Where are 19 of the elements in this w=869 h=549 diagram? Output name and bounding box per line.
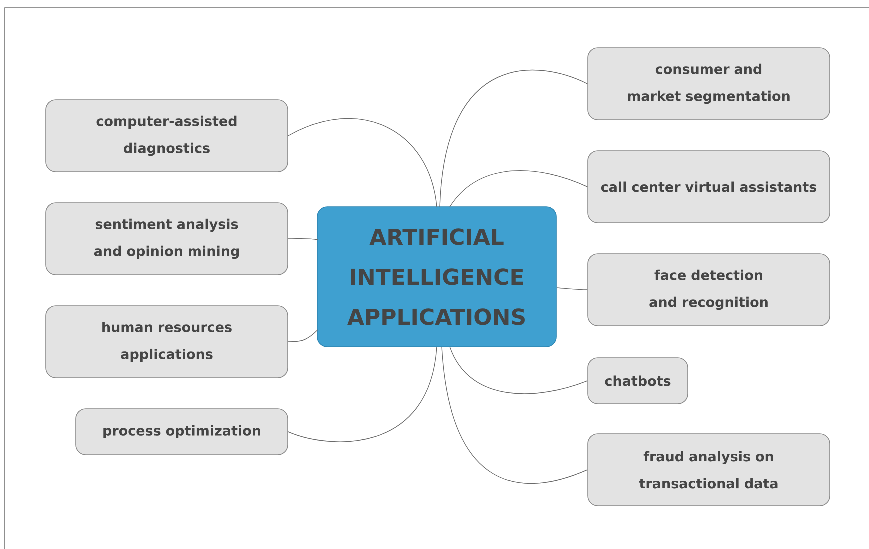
topic-box: fraud analysis on transactional data [588, 434, 830, 506]
topic-box: face detection and recognition [588, 254, 830, 326]
topic-box: human resources applications [46, 306, 288, 378]
connector-curve [450, 346, 588, 394]
topic-box: call center virtual assistants [588, 150, 830, 224]
connector-curve [450, 170, 588, 208]
connector-curve [288, 238, 318, 240]
topic-box: process optimization [76, 408, 288, 456]
topic-box: chatbots [588, 358, 688, 404]
connector-curve [556, 288, 588, 290]
connector-curve [288, 346, 438, 442]
connector-curve [440, 70, 588, 208]
topic-box: sentiment analysis and opinion mining [46, 202, 288, 276]
central-topic-box: ARTIFICIAL INTELLIGENCE APPLICATIONS [317, 206, 557, 348]
topic-box: computer-assisted diagnostics [46, 100, 288, 172]
topic-box: consumer and market segmentation [588, 48, 830, 120]
connector-curve [442, 346, 588, 484]
connector-curve [288, 330, 318, 342]
connector-curve [288, 118, 438, 208]
